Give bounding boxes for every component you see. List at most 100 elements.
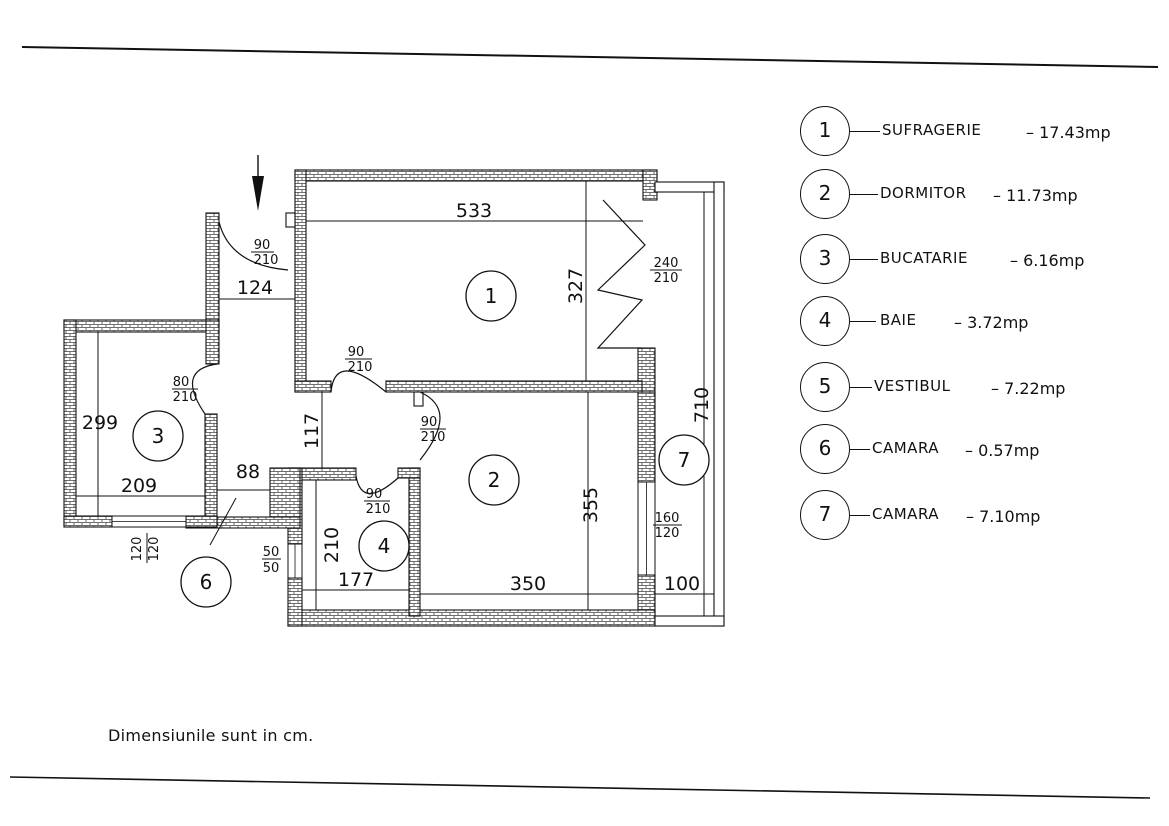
- legend-leader: [850, 387, 872, 389]
- kitchen-door-swing: [191, 363, 218, 415]
- legend-leader: [850, 449, 870, 451]
- legend-room-name: CAMARA: [872, 505, 940, 523]
- entry-door-swing: [218, 221, 289, 271]
- top-rule: [21, 46, 1159, 68]
- legend-marker-7: 7: [800, 490, 850, 540]
- entry-door-h: 210: [254, 253, 279, 268]
- legend-row-5: 5 VESTIBUL – 7.22mp: [790, 362, 1160, 418]
- legend-room-name: SUFRAGERIE: [882, 121, 982, 139]
- bedroom-window-w: 160: [655, 511, 680, 526]
- legend-room-area: – 7.22mp: [991, 379, 1066, 398]
- plan-marker-7: [658, 434, 710, 486]
- units-note: Dimensiunile sunt in cm.: [108, 726, 314, 745]
- wall-kitchen-right-low: [204, 413, 218, 527]
- walls: [63, 169, 725, 627]
- wall-living-top: [294, 169, 658, 182]
- legend-leader: [850, 321, 876, 323]
- legend-marker-2: 2: [800, 169, 850, 219]
- plan-marker-6: [180, 556, 232, 608]
- living-door-swing: [330, 370, 387, 393]
- dim-living-width: 533: [456, 200, 492, 222]
- plan-marker-7-label: 7: [678, 448, 691, 472]
- bedroom-window-h: 120: [655, 526, 680, 541]
- bedroom-door-h: 210: [421, 430, 446, 445]
- legend-leader: [850, 515, 870, 517]
- wall-bath-top-right: [397, 467, 421, 479]
- legend-marker-5: 5: [800, 362, 850, 412]
- legend-row-6: 6 CAMARA – 0.57mp: [790, 424, 1160, 480]
- legend-room-area: – 7.10mp: [966, 507, 1041, 526]
- kitchen-door-h: 210: [173, 390, 198, 405]
- legend-room-name: BAIE: [880, 311, 917, 329]
- legend-row-2: 2 DORMITOR – 11.73mp: [790, 169, 1160, 225]
- plan-marker-4: [358, 520, 410, 572]
- legend-leader: [850, 259, 878, 261]
- legend-room-area: – 17.43mp: [1026, 123, 1111, 142]
- living-window-fold: [596, 199, 646, 349]
- legend-row-7: 7 CAMARA – 7.10mp: [790, 490, 1160, 546]
- kitchen-window-h: 120: [147, 537, 162, 562]
- wall-bath-bedroom: [408, 467, 421, 617]
- dim-kitchen-width: 209: [121, 475, 157, 497]
- entry-arrow-icon: [252, 155, 264, 211]
- plan-marker-1-label: 1: [485, 284, 498, 308]
- legend-marker-1: 1: [800, 106, 850, 156]
- balcony-rail-bottom: [654, 615, 725, 627]
- dim-living-depth: 327: [565, 268, 587, 304]
- living-door-post: [413, 391, 424, 407]
- bedroom-door-w: 90: [421, 415, 438, 430]
- plan-marker-4-label: 4: [378, 534, 391, 558]
- bath-window-w: 50: [263, 545, 280, 560]
- dim-balcony-width: 100: [664, 573, 700, 595]
- wall-kitchen-bottom-left: [63, 515, 113, 528]
- dim-pantry-width: 88: [236, 461, 260, 483]
- legend-room-name: CAMARA: [872, 439, 940, 457]
- legend-marker-3: 3: [800, 234, 850, 284]
- dim-bath-width: 177: [338, 569, 374, 591]
- legend-room-name: BUCATARIE: [880, 249, 968, 267]
- bath-window-h: 50: [263, 561, 280, 576]
- dim-bedroom-depth: 355: [580, 487, 602, 523]
- legend-room-name: VESTIBUL: [874, 377, 951, 395]
- legend-leader: [850, 194, 878, 196]
- plan-marker-1: [465, 270, 517, 322]
- plan-marker-2-label: 2: [488, 468, 501, 492]
- dim-vestibule-width: 124: [237, 277, 273, 299]
- dim-bedroom-width: 350: [510, 573, 546, 595]
- plan-marker-6-label: 6: [200, 570, 213, 594]
- room-legend: 1 SUFRAGERIE – 17.43mp 2 DORMITOR – 11.7…: [790, 100, 1160, 560]
- plan-room-markers: [132, 270, 710, 608]
- wall-kitchen-right-top: [205, 319, 220, 365]
- bath-door-w: 90: [366, 487, 383, 502]
- kitchen-door-w: 80: [173, 375, 190, 390]
- wall-kitchen-bottom-right: [185, 515, 218, 528]
- entry-door-w: 90: [254, 238, 271, 253]
- dim-kitchen-depth: 299: [82, 412, 118, 434]
- dim-balcony-length: 710: [691, 387, 713, 423]
- dimension-lines: [76, 181, 714, 616]
- wall-bedroom-right: [637, 391, 656, 483]
- legend-row-3: 3 BUCATARIE – 6.16mp: [790, 234, 1160, 290]
- legend-row-1: 1 SUFRAGERIE – 17.43mp: [790, 106, 1160, 162]
- door-swings: [191, 199, 646, 495]
- legend-room-area: – 0.57mp: [965, 441, 1040, 460]
- wall-entry-left: [205, 212, 220, 324]
- wall-pantry-right: [269, 467, 301, 519]
- balcony-rail-right: [713, 181, 725, 627]
- wall-bottom: [287, 609, 656, 627]
- dim-bath-depth: 210: [321, 527, 343, 563]
- legend-marker-6: 6: [800, 424, 850, 474]
- windows: [111, 481, 656, 579]
- wall-living-bottom-left: [294, 380, 332, 393]
- legend-marker-4: 4: [800, 296, 850, 346]
- living-window-w: 240: [654, 256, 679, 271]
- legend-row-4: 4 BAIE – 3.72mp: [790, 296, 1160, 352]
- plan-marker-3-label: 3: [152, 424, 165, 448]
- dim-corridor: 117: [301, 413, 323, 449]
- living-door-h: 210: [348, 360, 373, 375]
- wall-kitchen-top: [63, 319, 220, 333]
- legend-room-area: – 6.16mp: [1010, 251, 1085, 270]
- bath-door-h: 210: [366, 502, 391, 517]
- wall-living-bedroom: [385, 380, 643, 393]
